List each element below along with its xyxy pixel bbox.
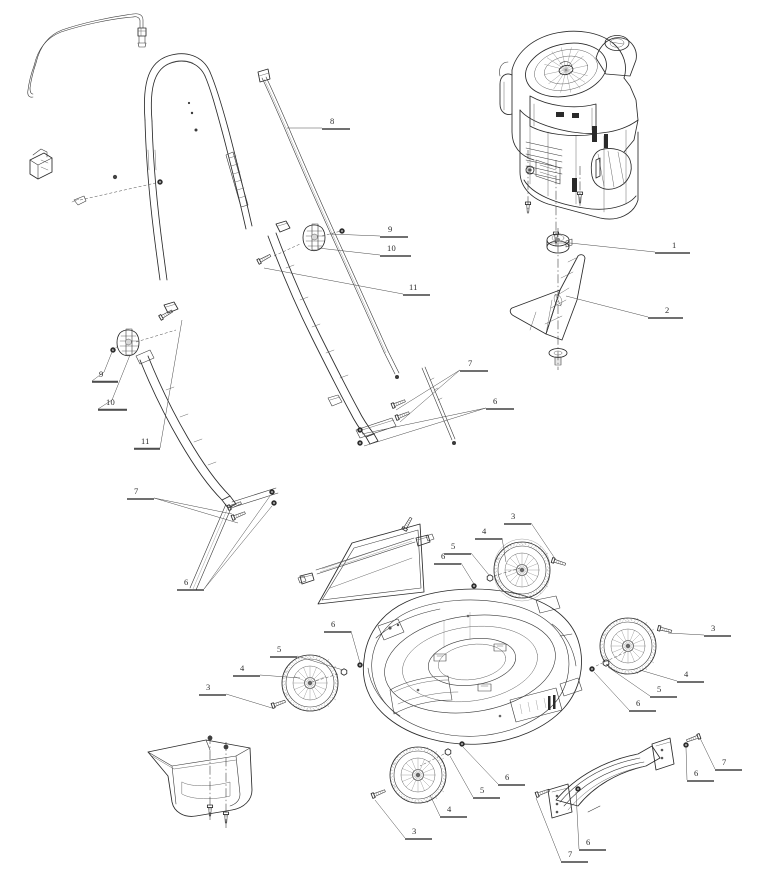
callout-3-wheel-bc: 3 [405, 826, 432, 840]
callout-4-wheel-rm: 4 [677, 669, 704, 683]
callout-5-wheel-rm: 5 [650, 684, 677, 698]
callout-5-wheel-ur: 5 [444, 541, 471, 555]
deck-fastener-top [401, 516, 414, 532]
callout-6-wheel-l: 6 [324, 619, 351, 633]
callout-3-wheel-ur: 3 [504, 511, 531, 525]
upper-handle-loop [143, 53, 253, 281]
handle-knob-left [110, 301, 179, 357]
callout-4-wheel-l: 4 [233, 663, 260, 677]
handle-bracket-bolts-left [226, 489, 277, 521]
handle-bracket-bolts-right [327, 366, 456, 446]
callout-1-text: 1 [672, 240, 676, 250]
callout-7-bumper-l-text: 7 [568, 849, 572, 859]
engine-assembly [499, 30, 639, 220]
callout-4-wheel-rm-text: 4 [684, 669, 689, 679]
callout-4-wheel-ur-text: 4 [482, 526, 487, 536]
control-cable [257, 68, 400, 379]
callout-7-bumper-l: 7 [561, 849, 588, 863]
callout-5-wheel-rm-text: 5 [657, 684, 661, 694]
wheel-upper-right [471, 538, 567, 602]
callout-6-bumper-r-text: 6 [694, 768, 698, 778]
callout-4-wheel-l-text: 4 [240, 663, 245, 673]
handle-clip-fastener [71, 174, 163, 206]
callout-6-wheel-bc-text: 6 [505, 772, 509, 782]
rear-deflector [297, 523, 435, 605]
callout-11-right: 11 [403, 282, 430, 296]
callout-6-wheel-ur-text: 6 [441, 551, 445, 561]
callout-11-right-text: 11 [409, 282, 418, 292]
leader-lines [91, 127, 716, 862]
callout-10-right: 10 [380, 243, 411, 257]
callout-10-right-text: 10 [387, 243, 396, 253]
callout-6-wheel-bc: 6 [498, 772, 525, 786]
callout-11-left-text: 11 [141, 436, 150, 446]
rear-bumper [534, 733, 702, 819]
bail-bar [27, 13, 147, 98]
callout-6-wheel-ur: 6 [434, 551, 461, 565]
callout-5-wheel-l-text: 5 [277, 644, 281, 654]
callout-6-bumper-r: 6 [687, 768, 714, 782]
callout-labels: 1 2 8 9 10 11 9 10 11 7 6 7 6 3 4 5 6 3 … [92, 116, 742, 863]
callout-3-wheel-l: 3 [199, 682, 226, 696]
callout-5-wheel-bc-text: 5 [480, 785, 484, 795]
callout-4-wheel-bc-text: 4 [447, 804, 452, 814]
callout-1: 1 [655, 240, 690, 254]
callout-3-wheel-rm-text: 3 [711, 623, 715, 633]
callout-6-bumper-l: 6 [579, 837, 606, 851]
callout-6-wheel-rm-text: 6 [636, 698, 640, 708]
callout-3-wheel-rm: 3 [704, 623, 731, 637]
wheel-left [270, 654, 363, 712]
lower-handle-left [135, 349, 279, 591]
callout-10-left-text: 10 [106, 397, 115, 407]
callout-9-right: 9 [380, 224, 408, 238]
blade-assembly [509, 228, 586, 370]
callout-6-left: 6 [177, 577, 204, 591]
callout-5-wheel-ur-text: 5 [451, 541, 455, 551]
upper-handle-assembly [27, 13, 253, 281]
callout-7-bumper-r: 7 [715, 757, 742, 771]
callout-7-bumper-r-text: 7 [722, 757, 726, 767]
callout-8-text: 8 [330, 116, 334, 126]
callout-6-wheel-l-text: 6 [331, 619, 335, 629]
callout-5-wheel-bc: 5 [473, 785, 500, 799]
callout-6-bumper-l-text: 6 [586, 837, 590, 847]
callout-6-left-text: 6 [184, 577, 188, 587]
callout-7-left: 7 [127, 486, 154, 500]
handle-knob-right [256, 220, 345, 265]
wheel-right-middle [589, 617, 673, 675]
callout-3-wheel-ur-text: 3 [511, 511, 515, 521]
callout-6-right: 6 [486, 396, 514, 410]
callout-7-right-text: 7 [468, 358, 472, 368]
engine-mount-bolts [524, 150, 584, 248]
cutting-blade [509, 254, 586, 341]
callout-3-wheel-l-text: 3 [206, 682, 210, 692]
blade-adapter [546, 233, 573, 254]
callout-9-left: 9 [99, 369, 103, 379]
callout-6-wheel-rm: 6 [629, 698, 656, 712]
callout-4-wheel-bc: 4 [440, 804, 467, 818]
lower-handle-right [267, 232, 397, 445]
cable-clip [29, 148, 53, 180]
blade-bolt [548, 348, 568, 366]
callout-6-right-text: 6 [493, 396, 497, 406]
callout-4-wheel-ur: 4 [475, 526, 502, 540]
mulch-plug [147, 735, 253, 828]
callout-2-text: 2 [665, 305, 669, 315]
callout-11-left: 11 [141, 436, 150, 446]
wheel-bottom-center [370, 741, 465, 804]
callout-7-left-text: 7 [134, 486, 138, 496]
callout-3-wheel-bc-text: 3 [412, 826, 416, 836]
callout-7-right: 7 [460, 358, 488, 372]
callout-8: 8 [322, 116, 350, 130]
callout-9-right-text: 9 [388, 224, 392, 234]
callout-10-left: 10 [106, 397, 115, 407]
callout-2: 2 [648, 305, 683, 319]
callout-9-left-text: 9 [99, 369, 103, 379]
mower-deck [362, 588, 583, 745]
callout-5-wheel-l: 5 [270, 644, 297, 658]
